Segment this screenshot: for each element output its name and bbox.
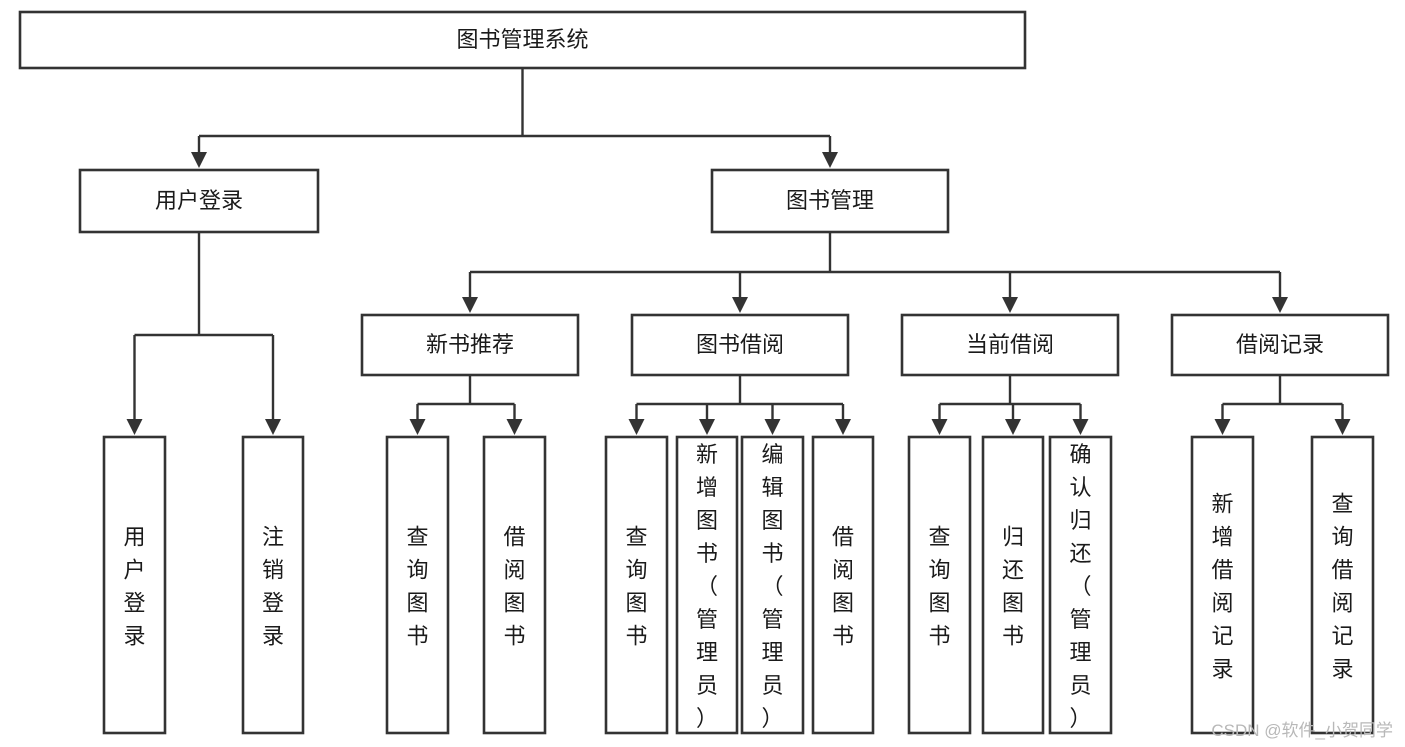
- node-box-leaf-query-book-2: [604, 435, 669, 735]
- edge-arrowhead: [822, 152, 838, 168]
- node-label-leaf-logout: 注销登录: [262, 525, 284, 649]
- node-box-leaf-query-book-1: [385, 435, 450, 735]
- node-root[interactable]: 图书管理系统: [18, 10, 1027, 70]
- node-new-book-rec[interactable]: 新书推荐: [360, 313, 580, 377]
- node-box-book-borrow: [630, 313, 850, 377]
- node-label-leaf-query-book-2: 查询图书: [625, 525, 647, 649]
- node-box-book-manage: [710, 168, 950, 234]
- node-label-root: 图书管理系统: [456, 27, 588, 52]
- edge-arrowhead: [409, 419, 426, 435]
- node-label-leaf-add-record: 新增借阅记录: [1211, 492, 1233, 682]
- nodes-layer: 图书管理系统用户登录图书管理新书推荐图书借阅当前借阅借阅记录用户登录注销登录查询…: [18, 10, 1390, 735]
- edge-arrowhead: [1272, 297, 1288, 313]
- node-label-user-login: 用户登录: [155, 188, 243, 213]
- node-box-current-borrow: [900, 313, 1120, 377]
- node-box-leaf-query-record: [1310, 435, 1375, 735]
- node-leaf-borrow-book-1[interactable]: 借阅图书: [482, 435, 547, 735]
- node-box-borrow-record: [1170, 313, 1390, 377]
- node-label-leaf-borrow-book-2: 借阅图书: [832, 525, 854, 649]
- edge-arrowhead: [1214, 419, 1231, 435]
- node-leaf-query-record[interactable]: 查询借阅记录: [1310, 435, 1375, 735]
- node-box-leaf-confirm-return: [1048, 435, 1113, 735]
- edge-group-book-manage: [462, 232, 1288, 313]
- node-label-leaf-query-book-1: 查询图书: [406, 525, 428, 649]
- edge-arrowhead: [1072, 419, 1089, 435]
- node-box-leaf-user-login: [102, 435, 167, 735]
- node-book-borrow[interactable]: 图书借阅: [630, 313, 850, 377]
- edge-group-borrow-record: [1214, 375, 1351, 435]
- node-label-leaf-user-login: 用户登录: [123, 525, 145, 649]
- node-leaf-query-book-2[interactable]: 查询图书: [604, 435, 669, 735]
- edge-arrowhead: [462, 297, 478, 313]
- node-box-leaf-edit-book: [740, 435, 805, 735]
- node-label-borrow-record: 借阅记录: [1236, 332, 1324, 357]
- node-box-leaf-borrow-book-1: [482, 435, 547, 735]
- node-user-login[interactable]: 用户登录: [78, 168, 320, 234]
- node-label-leaf-edit-book: 编辑图书（管理员）: [761, 442, 783, 731]
- node-label-new-book-rec: 新书推荐: [426, 332, 514, 357]
- node-box-leaf-borrow-book-2: [811, 435, 875, 735]
- edge-arrowhead: [1334, 419, 1351, 435]
- node-label-leaf-borrow-book-1: 借阅图书: [503, 525, 525, 649]
- node-label-leaf-query-record: 查询借阅记录: [1331, 492, 1353, 682]
- node-box-leaf-return-book: [981, 435, 1045, 735]
- edge-arrowhead: [764, 419, 781, 435]
- node-leaf-add-record[interactable]: 新增借阅记录: [1190, 435, 1255, 735]
- node-leaf-user-login[interactable]: 用户登录: [102, 435, 167, 735]
- edge-group-current-borrow: [931, 375, 1089, 435]
- node-book-manage[interactable]: 图书管理: [710, 168, 950, 234]
- node-box-leaf-add-record: [1190, 435, 1255, 735]
- node-label-leaf-query-book-3: 查询图书: [928, 525, 950, 649]
- node-box-root: [18, 10, 1027, 70]
- edge-arrowhead: [628, 419, 645, 435]
- edge-arrowhead: [506, 419, 523, 435]
- edge-arrowhead: [931, 419, 948, 435]
- node-label-leaf-add-book: 新增图书（管理员）: [696, 442, 718, 731]
- edge-arrowhead: [1005, 419, 1021, 435]
- edge-arrowhead: [835, 419, 851, 435]
- edge-group-root: [191, 68, 838, 168]
- node-label-book-manage: 图书管理: [786, 188, 874, 213]
- node-leaf-add-book[interactable]: 新增图书（管理员）: [675, 435, 739, 735]
- edge-group-new-book-rec: [409, 375, 523, 435]
- edge-arrowhead: [191, 152, 207, 168]
- node-label-book-borrow: 图书借阅: [696, 332, 784, 357]
- node-box-leaf-logout: [241, 435, 305, 735]
- node-label-leaf-confirm-return: 确认归还（管理员）: [1069, 442, 1091, 731]
- edge-group-user-login: [126, 232, 281, 435]
- watermark-text: CSDN @软件_小贺同学: [1211, 721, 1393, 740]
- edge-arrowhead: [732, 297, 748, 313]
- node-leaf-edit-book[interactable]: 编辑图书（管理员）: [740, 435, 805, 735]
- node-leaf-borrow-book-2[interactable]: 借阅图书: [811, 435, 875, 735]
- node-leaf-logout[interactable]: 注销登录: [241, 435, 305, 735]
- edge-arrowhead: [699, 419, 715, 435]
- node-label-current-borrow: 当前借阅: [966, 332, 1054, 357]
- edge-arrowhead: [265, 419, 281, 435]
- node-box-leaf-add-book: [675, 435, 739, 735]
- edge-arrowhead: [126, 419, 143, 435]
- node-leaf-confirm-return[interactable]: 确认归还（管理员）: [1048, 435, 1113, 735]
- node-current-borrow[interactable]: 当前借阅: [900, 313, 1120, 377]
- node-leaf-query-book-3[interactable]: 查询图书: [907, 435, 972, 735]
- node-leaf-query-book-1[interactable]: 查询图书: [385, 435, 450, 735]
- node-box-leaf-query-book-3: [907, 435, 972, 735]
- node-leaf-return-book[interactable]: 归还图书: [981, 435, 1045, 735]
- node-box-new-book-rec: [360, 313, 580, 377]
- edge-group-book-borrow: [628, 375, 851, 435]
- node-label-leaf-return-book: 归还图书: [1002, 525, 1024, 649]
- node-borrow-record[interactable]: 借阅记录: [1170, 313, 1390, 377]
- edge-arrowhead: [1002, 297, 1018, 313]
- node-box-user-login: [78, 168, 320, 234]
- edges-layer: [126, 68, 1351, 435]
